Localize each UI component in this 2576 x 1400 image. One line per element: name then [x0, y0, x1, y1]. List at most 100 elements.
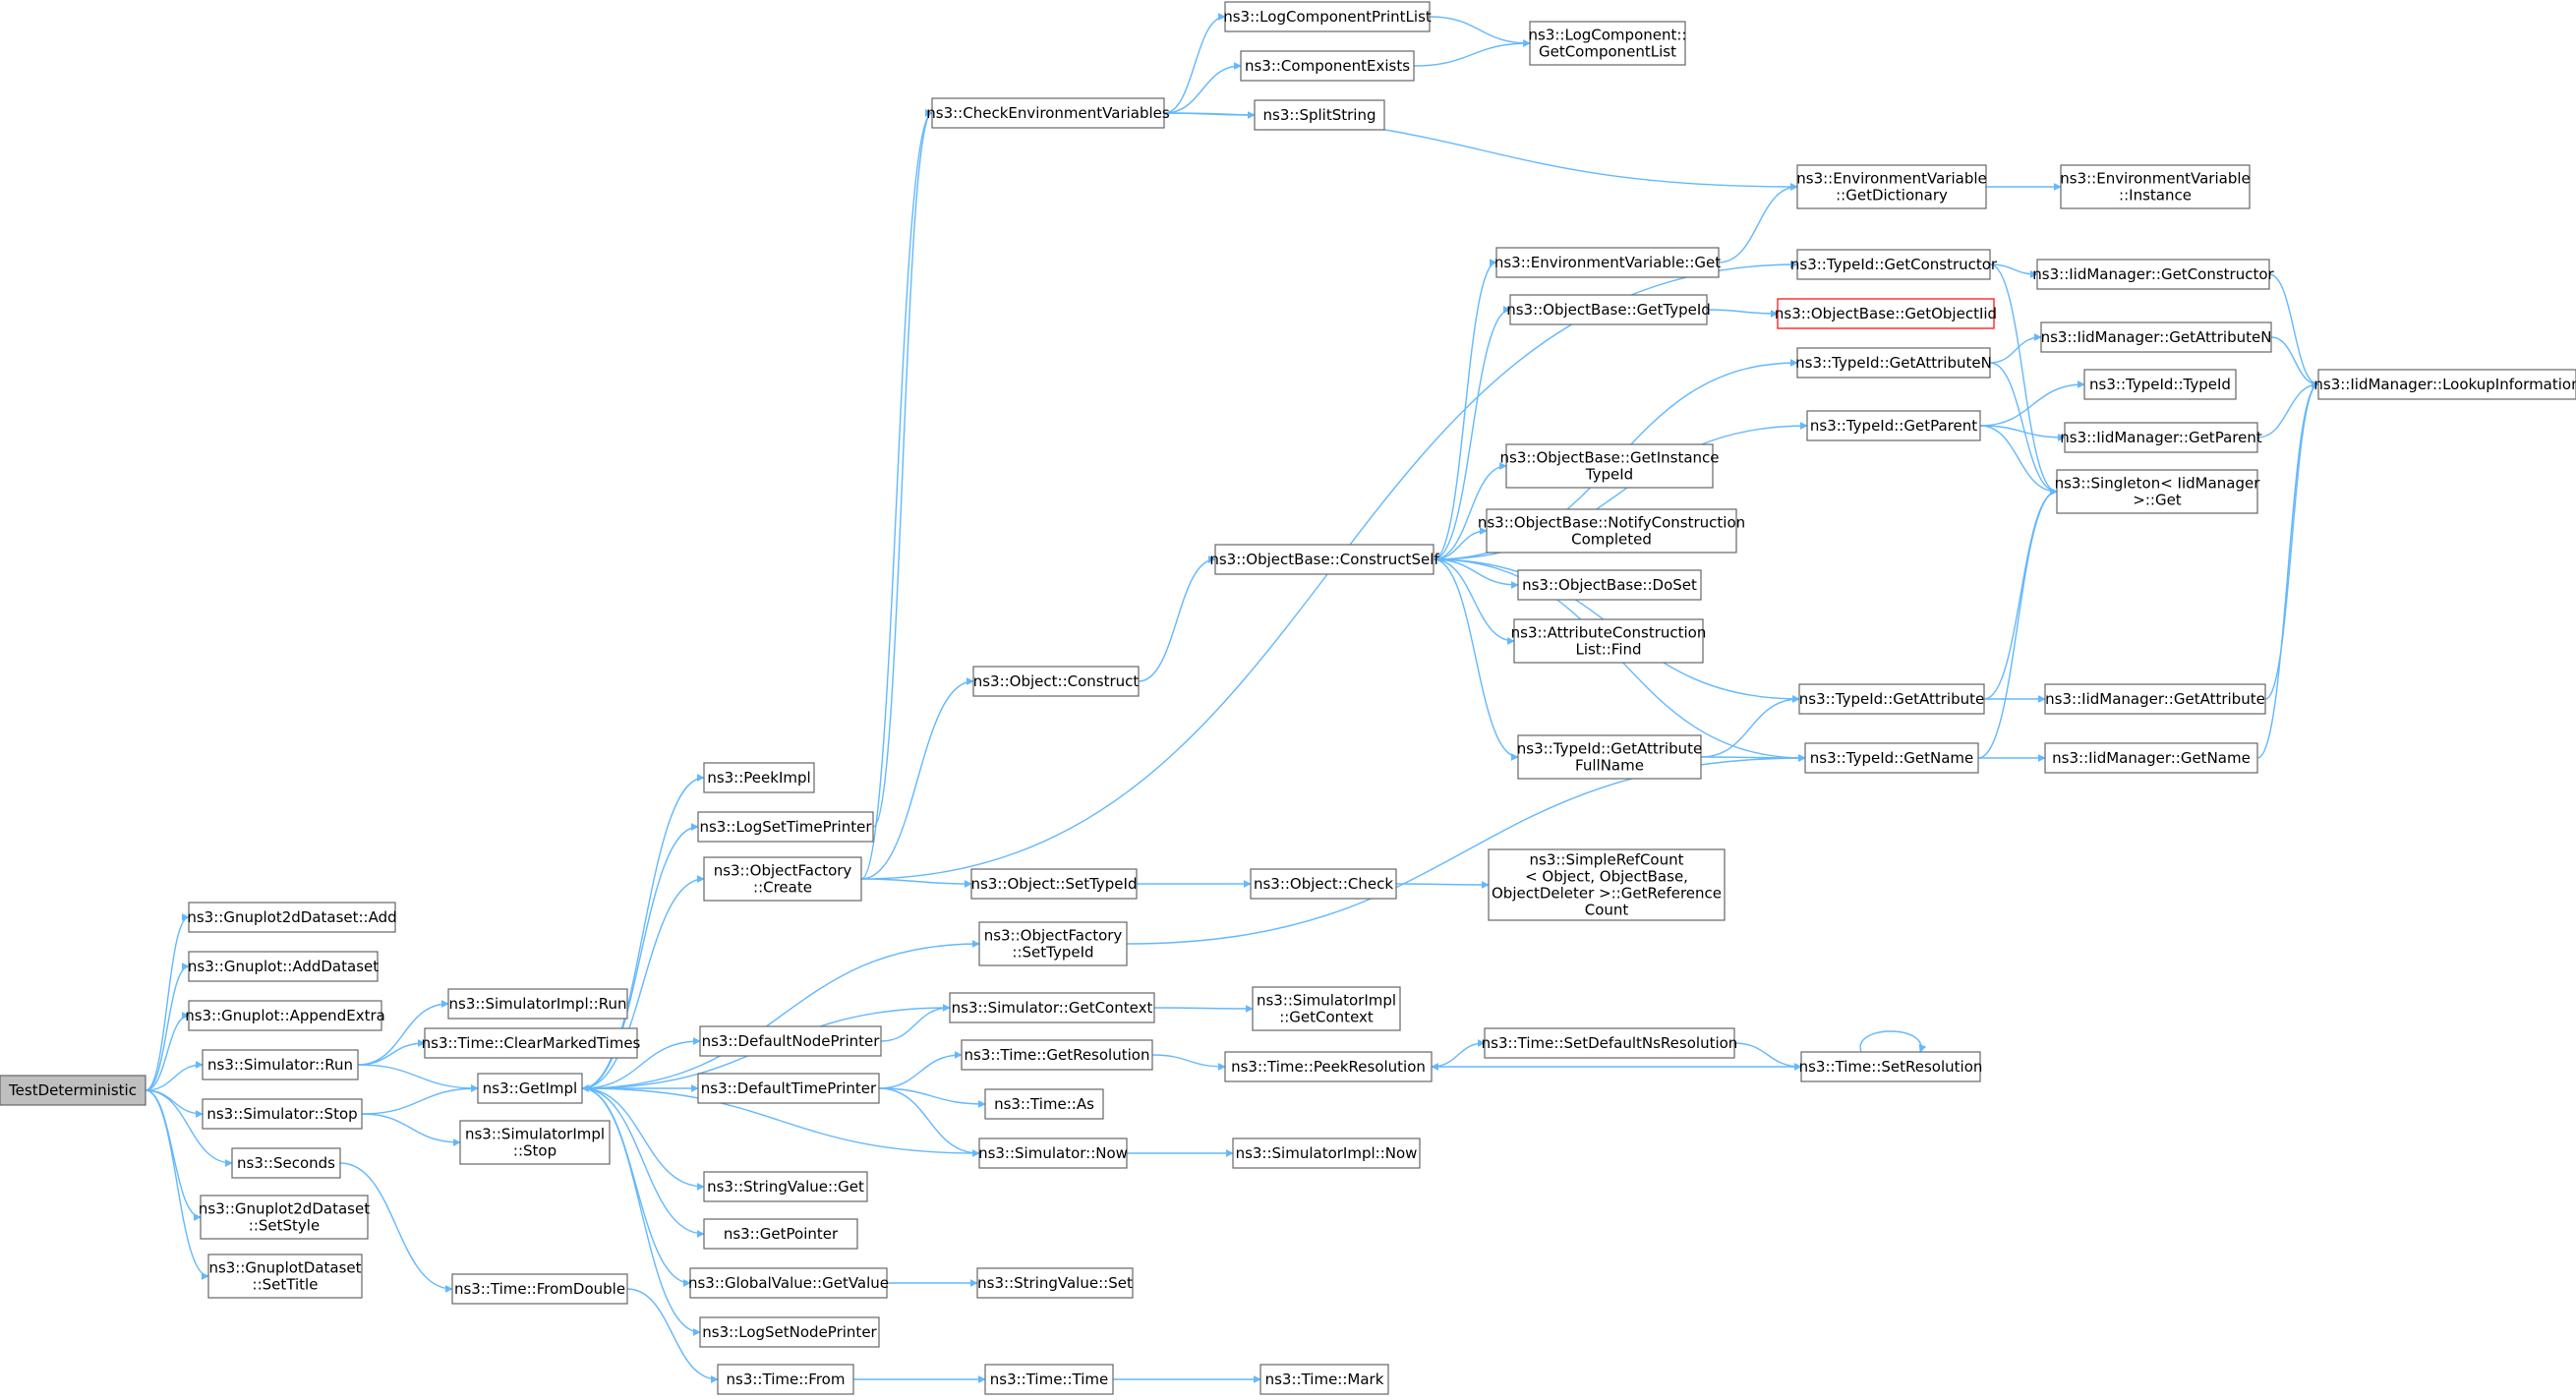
node-box — [0, 1075, 146, 1106]
node-compExists[interactable]: ns3::ComponentExists — [1240, 50, 1415, 82]
node-box — [717, 1364, 854, 1395]
node-label: ns3::TypeId::GetAttribute — [1799, 690, 1984, 708]
node-defNodePrinter[interactable]: ns3::DefaultNodePrinter — [699, 1025, 882, 1057]
call-edge-obConstructSelf-to-obNotify — [1433, 527, 1488, 560]
node-lcGetCompList[interactable]: ns3::LogComponent::GetComponentList — [1529, 21, 1687, 66]
node-box — [2056, 469, 2258, 514]
node-simStop[interactable]: ns3::Simulator::Stop — [202, 1098, 363, 1130]
call-edge-obConstructSelf-to-evGet — [1433, 259, 1497, 560]
node-timeGetRes[interactable]: ns3::Time::GetResolution — [961, 1039, 1153, 1071]
call-edge-tidGetAttrN-to-iidGetAttrN — [1989, 333, 2042, 364]
node-timeSetRes[interactable]: ns3::Time::SetResolution — [1799, 1051, 1983, 1082]
node-obDoSet[interactable]: ns3::ObjectBase::DoSet — [1517, 569, 1702, 601]
node-timePeekRes[interactable]: ns3::Time::PeekResolution — [1224, 1051, 1433, 1082]
node-tidGetName[interactable]: ns3::TypeId::GetName — [1804, 742, 1979, 774]
node-label: ns3::SimulatorImpl — [465, 1126, 605, 1143]
node-defTimePrinter[interactable]: ns3::DefaultTimePrinter — [697, 1073, 880, 1104]
node-evInstance[interactable]: ns3::EnvironmentVariable::Instance — [2060, 164, 2251, 209]
node-root[interactable]: TestDeterministic — [0, 1075, 146, 1106]
node-label: ns3::ObjectBase::GetObjectIid — [1775, 305, 1997, 322]
node-checkEnv[interactable]: ns3::CheckEnvironmentVariables — [926, 97, 1170, 129]
node-iidGetParent[interactable]: ns3::IidManager::GetParent — [2060, 422, 2262, 453]
call-edge-tidGetParent-to-singletonGet — [1979, 425, 2058, 496]
node-ofCreate[interactable]: ns3::ObjectFactory::Create — [703, 856, 862, 902]
node-label: ns3::Object::SetTypeId — [971, 875, 1138, 893]
node-gdSetTitle[interactable]: ns3::GnuplotDataset::SetTitle — [207, 1254, 363, 1299]
node-tidGetAttrN[interactable]: ns3::TypeId::GetAttributeN — [1795, 347, 1992, 379]
node-g2dAdd[interactable]: ns3::Gnuplot2dDataset::Add — [187, 902, 397, 933]
node-g2dSetStyle[interactable]: ns3::Gnuplot2dDataset::SetStyle — [199, 1195, 370, 1240]
node-fromDouble[interactable]: ns3::Time::FromDouble — [451, 1273, 628, 1305]
node-singletonGet[interactable]: ns3::Singleton< IidManager>::Get — [2055, 469, 2261, 514]
node-ofSetTypeId[interactable]: ns3::ObjectFactory::SetTypeId — [978, 921, 1128, 966]
node-obGetObjectIid[interactable]: ns3::ObjectBase::GetObjectIid — [1775, 298, 1997, 329]
node-getPointer[interactable]: ns3::GetPointer — [703, 1218, 858, 1250]
node-box — [424, 1027, 638, 1059]
node-objCheck[interactable]: ns3::Object::Check — [1250, 868, 1397, 900]
node-box — [1488, 848, 1726, 921]
node-tidGetCtor[interactable]: ns3::TypeId::GetConstructor — [1790, 249, 1998, 280]
node-simGetContext[interactable]: ns3::Simulator::GetContext — [949, 992, 1155, 1023]
node-iidGetName[interactable]: ns3::IidManager::GetName — [2044, 742, 2258, 774]
node-iidGetAttrN[interactable]: ns3::IidManager::GetAttributeN — [2040, 321, 2272, 353]
node-label: ns3::Object::Construct — [973, 672, 1140, 690]
node-simRun[interactable]: ns3::Simulator::Run — [202, 1049, 359, 1080]
call-edge-getImpl-to-ofSetTypeId — [581, 940, 980, 1089]
call-edge-simGetContext-to-simImplGetCtx — [1153, 1004, 1254, 1013]
node-timeSetDefNs[interactable]: ns3::Time::SetDefaultNsResolution — [1482, 1027, 1738, 1059]
node-objConstruct[interactable]: ns3::Object::Construct — [972, 666, 1140, 697]
node-simNow[interactable]: ns3::Simulator::Now — [978, 1138, 1128, 1169]
node-logSetTP[interactable]: ns3::LogSetTimePrinter — [697, 811, 874, 843]
node-obNotify[interactable]: ns3::ObjectBase::NotifyConstructionCompl… — [1478, 508, 1745, 554]
node-timeAs[interactable]: ns3::Time::As — [984, 1088, 1104, 1120]
node-timeTime[interactable]: ns3::Time::Time — [984, 1364, 1114, 1395]
node-getImpl[interactable]: ns3::GetImpl — [477, 1073, 583, 1104]
call-edge-defNodePrinter-to-simGetContext — [880, 1004, 951, 1042]
node-label: ns3::TypeId::GetAttributeN — [1795, 354, 1992, 372]
node-box — [984, 1088, 1104, 1120]
node-gvGetValue[interactable]: ns3::GlobalValue::GetValue — [688, 1267, 889, 1299]
node-svGet[interactable]: ns3::StringValue::Get — [703, 1171, 868, 1202]
node-label: ns3::ObjectBase::ConstructSelf — [1209, 551, 1439, 568]
node-box — [703, 1171, 868, 1202]
node-simImplNow[interactable]: ns3::SimulatorImpl::Now — [1232, 1138, 1421, 1169]
node-evGet[interactable]: ns3::EnvironmentVariable::Get — [1494, 247, 1721, 278]
call-edge-getImpl-to-gvGetValue — [581, 1087, 691, 1287]
node-tidGetAttr[interactable]: ns3::TypeId::GetAttribute — [1798, 683, 1985, 715]
node-gAppendExtra[interactable]: ns3::Gnuplot::AppendExtra — [185, 1000, 385, 1031]
node-srcGetRef[interactable]: ns3::SimpleRefCount< Object, ObjectBase,… — [1488, 848, 1726, 921]
node-timeFrom[interactable]: ns3::Time::From — [717, 1364, 854, 1395]
node-seconds[interactable]: ns3::Seconds — [231, 1147, 341, 1179]
node-svSet[interactable]: ns3::StringValue::Set — [976, 1267, 1134, 1299]
node-obConstructSelf[interactable]: ns3::ObjectBase::ConstructSelf — [1209, 544, 1439, 575]
node-logSetNP[interactable]: ns3::LogSetNodePrinter — [699, 1316, 880, 1348]
call-edge-tidGetAttrFull-to-tidGetAttr — [1700, 695, 1800, 758]
node-evGetDict[interactable]: ns3::EnvironmentVariable::GetDictionary — [1796, 164, 1987, 209]
node-iidLookup[interactable]: ns3::IidManager::LookupInformation — [2313, 369, 2576, 400]
node-simImplGetCtx[interactable]: ns3::SimulatorImpl::GetContext — [1252, 986, 1401, 1031]
node-timeMark[interactable]: ns3::Time::Mark — [1259, 1364, 1389, 1395]
node-label: ns3::TypeId::TypeId — [2089, 376, 2231, 393]
node-iidGetCtor[interactable]: ns3::IidManager::GetConstructor — [2032, 259, 2275, 290]
node-gAddDataset[interactable]: ns3::Gnuplot::AddDataset — [188, 951, 379, 982]
node-tidGetParent[interactable]: ns3::TypeId::GetParent — [1806, 410, 1981, 441]
node-simImplRun[interactable]: ns3::SimulatorImpl::Run — [447, 988, 628, 1020]
node-peekImpl[interactable]: ns3::PeekImpl — [703, 762, 815, 793]
node-iidGetAttr[interactable]: ns3::IidManager::GetAttribute — [2044, 683, 2266, 715]
node-box — [978, 921, 1128, 966]
node-obGetTypeId[interactable]: ns3::ObjectBase::GetTypeId — [1506, 294, 1711, 325]
call-edge-simStop-to-simImplStop — [361, 1113, 461, 1146]
node-objSetTypeId[interactable]: ns3::Object::SetTypeId — [970, 868, 1138, 900]
node-tidTypeId[interactable]: ns3::TypeId::TypeId — [2083, 369, 2237, 400]
node-logCompPL[interactable]: ns3::LogComponentPrintList — [1223, 1, 1432, 32]
node-splitString[interactable]: ns3::SplitString — [1254, 99, 1385, 131]
node-clearMarked[interactable]: ns3::Time::ClearMarkedTimes — [422, 1027, 641, 1059]
node-box — [188, 1000, 382, 1031]
node-box — [2036, 259, 2270, 290]
node-simImplStop[interactable]: ns3::SimulatorImpl::Stop — [459, 1120, 611, 1165]
node-box — [1806, 410, 1981, 441]
node-box — [1250, 868, 1397, 900]
